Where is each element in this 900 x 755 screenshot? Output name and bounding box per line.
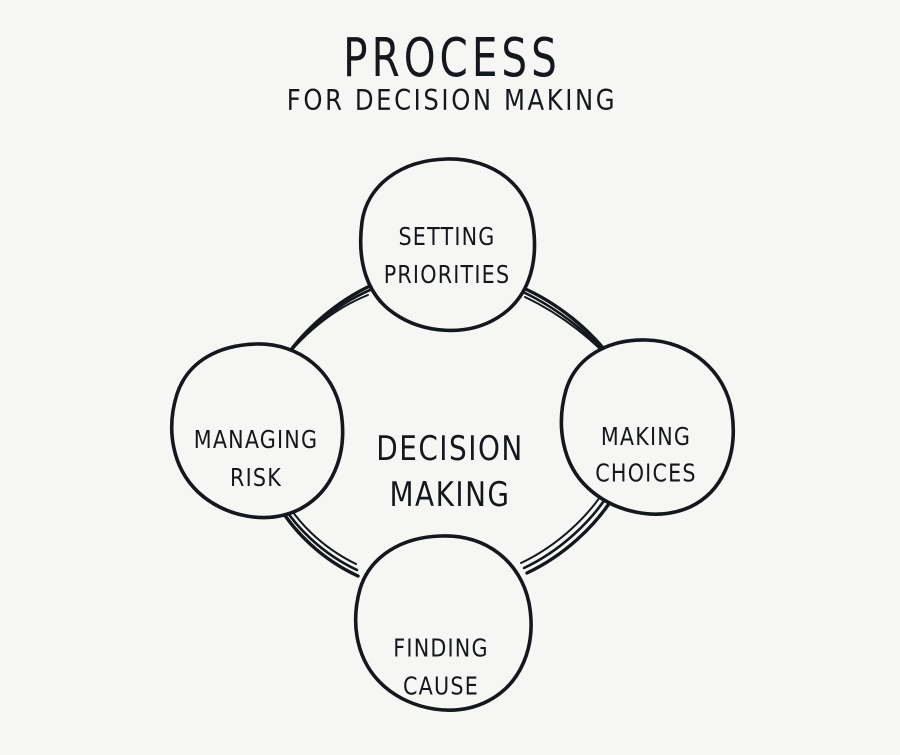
center-label-group: DECISION MAKING <box>376 428 524 515</box>
node-circle[interactable] <box>353 534 533 712</box>
node-label-line1: MANAGING <box>194 425 318 454</box>
title-block: PROCESS FOR DECISION MAKING <box>287 26 617 117</box>
node-making-choices[interactable]: MAKING CHOICES <box>559 338 735 516</box>
node-finding-cause[interactable]: FINDING CAUSE <box>353 534 533 712</box>
node-label-line1: SETTING <box>398 222 495 251</box>
node-label-line2: PRIORITIES <box>384 260 511 289</box>
center-label-line2: MAKING <box>389 475 510 515</box>
node-label-line1: FINDING <box>393 634 488 663</box>
connector-stroke <box>522 490 612 570</box>
node-circle[interactable] <box>170 342 345 520</box>
node-managing-risk[interactable]: MANAGING RISK <box>170 342 345 520</box>
node-setting-priorities[interactable]: SETTING PRIORITIES <box>358 157 537 333</box>
page-title: PROCESS <box>343 26 561 89</box>
page-subtitle: FOR DECISION MAKING <box>287 83 617 117</box>
node-label-line2: RISK <box>230 463 282 492</box>
center-label-line1: DECISION <box>376 428 524 468</box>
connector-right-bottom <box>520 487 616 575</box>
node-circle[interactable] <box>358 157 537 333</box>
node-label-line2: CAUSE <box>403 672 479 701</box>
node-label-line1: MAKING <box>601 422 691 451</box>
node-circle[interactable] <box>559 338 735 516</box>
connector-stroke <box>525 494 616 575</box>
node-label-line2: CHOICES <box>595 459 696 488</box>
